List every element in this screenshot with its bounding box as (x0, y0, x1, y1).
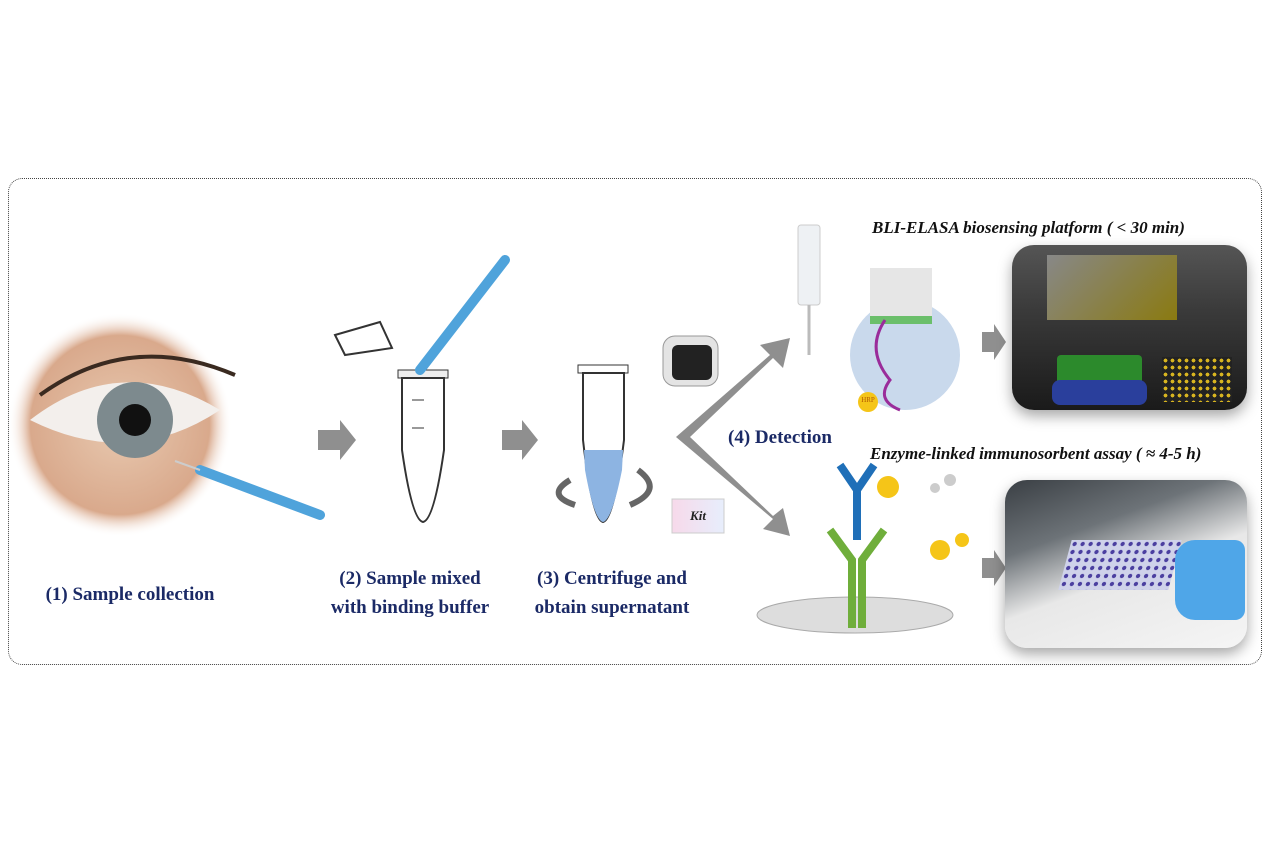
step3-line1: (3) Centrifuge and (537, 568, 687, 589)
arrow-icon (502, 420, 538, 460)
step3-label: (3) Centrifuge and obtain supernatant (502, 564, 722, 622)
tube-icon (333, 255, 510, 524)
step2-line2: with binding buffer (330, 597, 490, 618)
centrifuge-tube-icon (555, 364, 653, 524)
syringe-icon (174, 460, 325, 520)
instrument-head (1047, 255, 1177, 320)
step1-label: (1) Sample collection (45, 584, 215, 605)
eye-image (8, 313, 236, 537)
hrp-label: HRP (861, 396, 875, 404)
step3-line2: obtain supernatant (534, 597, 690, 618)
bli-elasa-title: BLI-ELASA biosensing platform ( < 30 min… (872, 218, 1185, 237)
plate-holder (1052, 380, 1147, 405)
microplate (1058, 540, 1182, 590)
step4-label: (4) Detection (728, 427, 832, 448)
arrow-icon (982, 550, 1006, 586)
kit-box (671, 498, 725, 534)
elisa-reader-photo (1005, 480, 1247, 648)
sample-plate (1162, 357, 1232, 402)
gloved-hand (1175, 540, 1245, 620)
elisa-title: Enzyme-linked immunosorbent assay ( ≈ 4-… (870, 444, 1202, 463)
instrument-icon (662, 335, 719, 387)
arrow-icon (318, 420, 356, 460)
kit-label: Kit (690, 508, 706, 523)
antibody-icon (756, 462, 969, 634)
detection-branch-arrows (676, 338, 790, 536)
arrow-icon (982, 324, 1006, 360)
biosensor-icon (797, 224, 960, 412)
bli-instrument-photo (1012, 245, 1247, 410)
step2-line1: (2) Sample mixed (339, 568, 481, 589)
step2-label: (2) Sample mixed with binding buffer (300, 564, 520, 622)
